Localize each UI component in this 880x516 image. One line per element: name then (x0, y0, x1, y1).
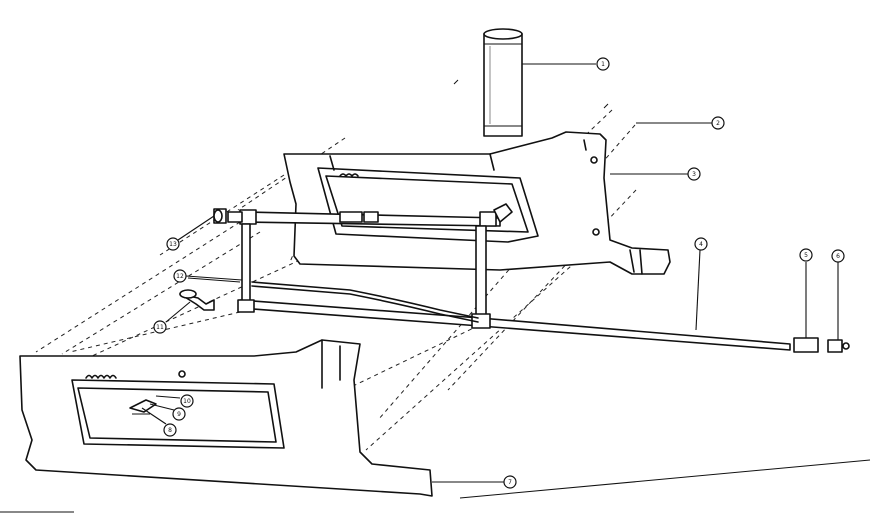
callout-leaders (141, 63, 839, 483)
callout-c9: 9 (172, 407, 186, 421)
callout-c9-label: 9 (177, 411, 181, 418)
part-upper-frame (283, 131, 671, 275)
callout-c3: 3 (687, 167, 701, 181)
callout-c6-label: 6 (836, 253, 840, 260)
callout-c11: 11 (153, 320, 167, 334)
callout-c11-label: 11 (156, 324, 164, 331)
callout-c4-label: 4 (699, 241, 703, 248)
callout-c4: 4 (694, 237, 708, 251)
callout-c7-label: 7 (508, 479, 512, 486)
callout-c3-label: 3 (692, 171, 696, 178)
part-rod-frame (187, 203, 791, 351)
callout-c12-label: 12 (176, 273, 184, 280)
callout-c8: 8 (163, 423, 177, 437)
callout-c1: 1 (596, 57, 610, 71)
callout-c7: 7 (503, 475, 517, 489)
callout-c12: 12 (173, 269, 187, 283)
part-end-caps (793, 337, 850, 353)
part-lower-frame (0, 339, 871, 513)
callout-c5: 5 (799, 248, 813, 262)
callout-c5-label: 5 (804, 252, 808, 259)
callout-c2: 2 (711, 116, 725, 130)
part-cylinder (483, 28, 523, 137)
part-wing-nut (179, 289, 215, 311)
callout-c10-label: 10 (183, 398, 191, 405)
callout-c10: 10 (180, 394, 194, 408)
callout-c13-label: 13 (169, 241, 177, 248)
callout-c1-label: 1 (601, 61, 605, 68)
callout-c8-label: 8 (168, 427, 172, 434)
callout-c6: 6 (831, 249, 845, 263)
callout-c13: 13 (166, 237, 180, 251)
callout-c2-label: 2 (716, 120, 720, 127)
